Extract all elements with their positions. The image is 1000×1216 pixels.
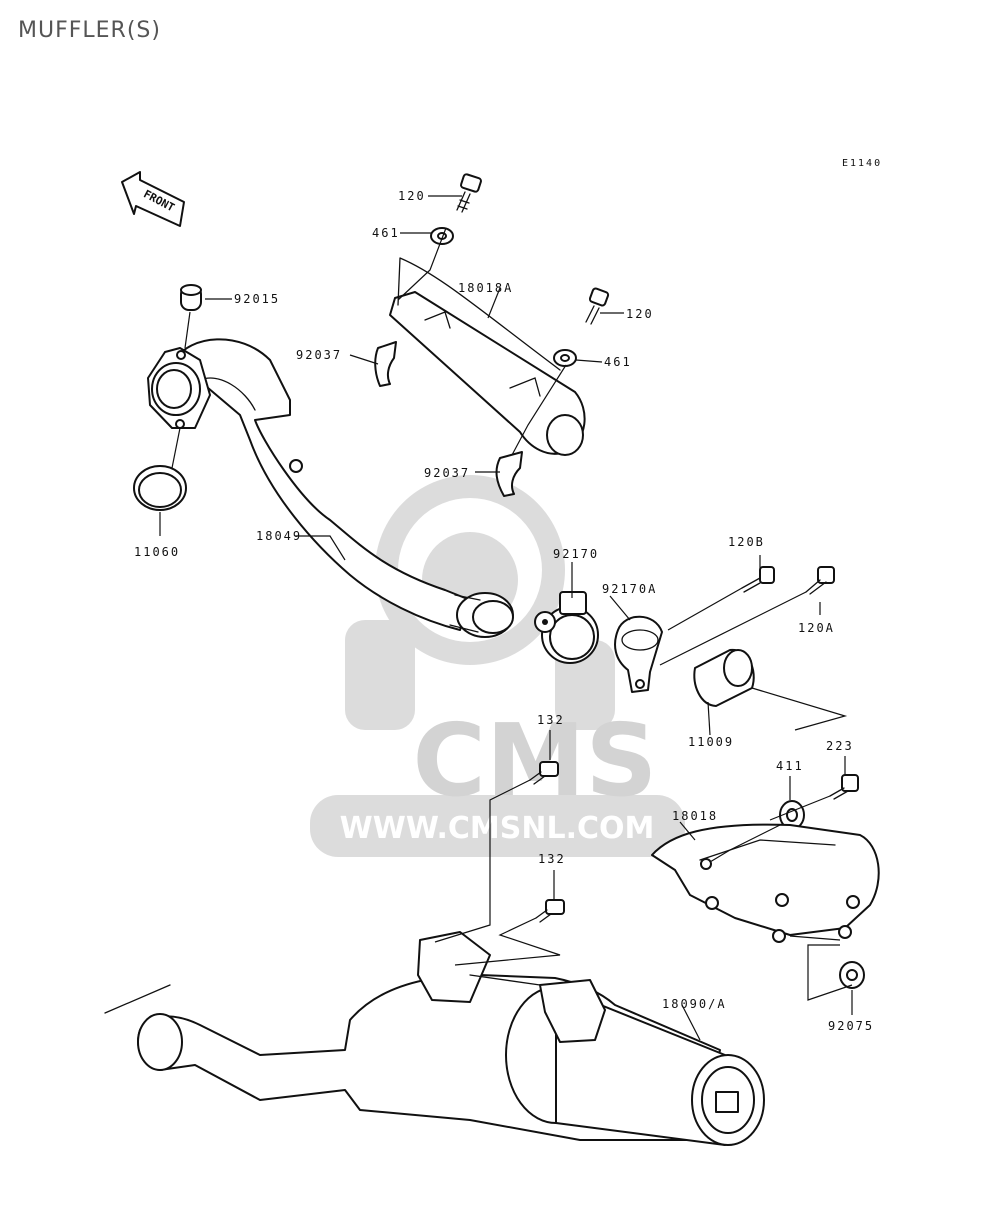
bolt-top-part <box>456 173 482 213</box>
label-bolt-a: 120A <box>798 621 835 635</box>
label-bolt-132-upper: 132 <box>537 713 565 727</box>
watermark-url: WWW.CMSNL.COM <box>340 811 655 846</box>
pipe-gasket-part <box>693 648 755 707</box>
washer-right-part <box>553 349 577 367</box>
heat-cover-lower-part <box>651 823 880 943</box>
page-title: MUFFLER(S) <box>18 18 161 43</box>
label-heat-cover-lower: 18018 <box>672 809 718 823</box>
damper-part <box>839 961 865 989</box>
exhaust-pipe-part <box>174 338 514 638</box>
label-heat-cover-upper: 18018A <box>458 281 513 295</box>
label-muffler: 18090/A <box>662 997 727 1011</box>
clamp-lower-part <box>495 451 523 497</box>
label-gasket: 11060 <box>134 545 180 559</box>
watermark-logo: CMS WWW.CMSNL.COM <box>310 475 685 857</box>
label-washer-411: 411 <box>776 759 804 773</box>
leader-lines <box>159 195 853 1041</box>
bolt-a-part <box>805 566 835 595</box>
label-bolt-b: 120B <box>728 535 765 549</box>
muffler-part <box>104 931 765 1146</box>
label-band-clamp: 92170 <box>553 547 599 561</box>
diagram-code: E1140 <box>842 158 882 169</box>
bolt-132-lower-part <box>535 899 565 923</box>
label-bolt-top: 120 <box>398 189 426 203</box>
gasket-part <box>133 465 187 511</box>
label-collar: 92015 <box>234 292 280 306</box>
bolt-223-part <box>829 774 859 800</box>
flange-part <box>147 347 211 429</box>
label-bolt-right: 120 <box>626 307 654 321</box>
collar-part <box>180 284 202 311</box>
label-bolt-132-lower: 132 <box>538 852 566 866</box>
label-washer-right: 461 <box>604 355 632 369</box>
label-washer-top: 461 <box>372 226 400 240</box>
front-arrow-icon: FRONT <box>121 171 185 227</box>
label-clamp-upper: 92037 <box>296 348 342 362</box>
label-pipe-gasket: 11009 <box>688 735 734 749</box>
bolt-132-upper-part <box>529 761 559 785</box>
band-clamp-part <box>534 591 599 664</box>
label-clamp-a: 92170A <box>602 582 657 596</box>
label-clamp-lower: 92037 <box>424 466 470 480</box>
bolt-right-part <box>585 287 610 325</box>
label-bolt-223: 223 <box>826 739 854 753</box>
clamp-upper-part <box>374 341 397 387</box>
washer-top-part <box>430 227 454 245</box>
watermark-logo-text: CMS <box>413 702 658 819</box>
label-exhaust-pipe: 18049 <box>256 529 302 543</box>
clamp-a-part <box>614 615 663 693</box>
bolt-b-part <box>741 566 775 593</box>
label-damper: 92075 <box>828 1019 874 1033</box>
